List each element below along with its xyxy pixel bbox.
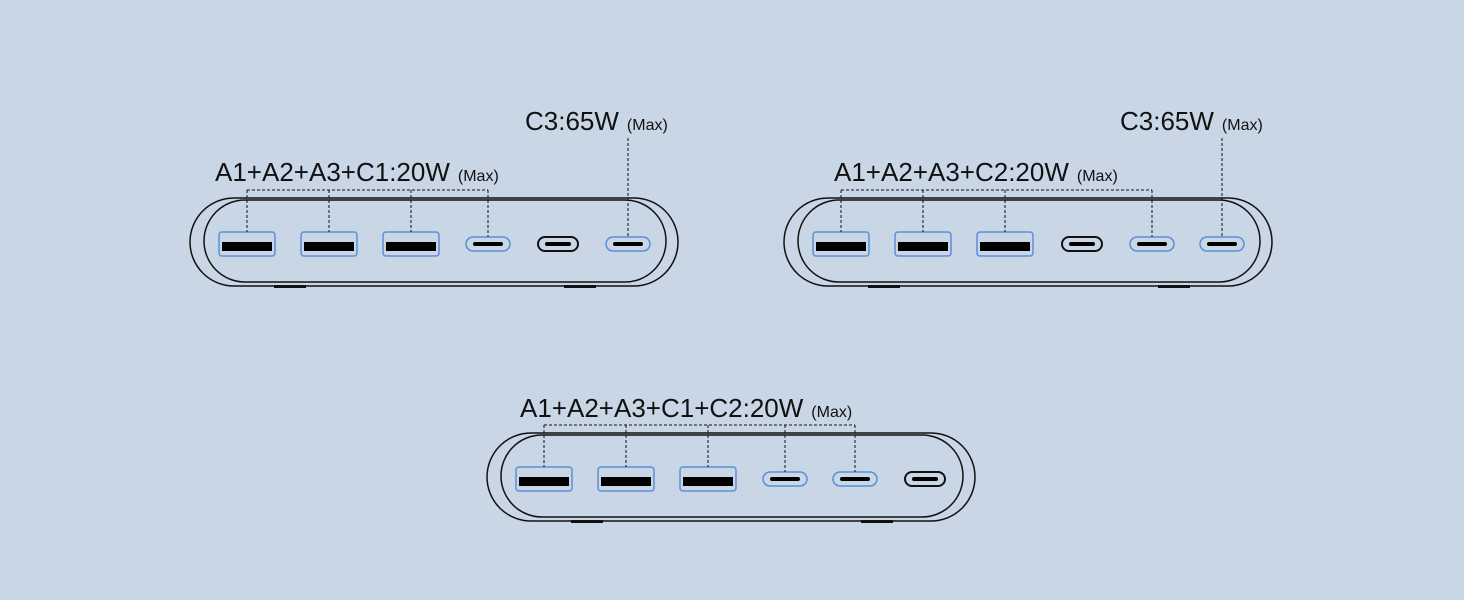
charger-outer-body bbox=[486, 432, 976, 522]
usb-a-port-slot bbox=[980, 242, 1030, 251]
usb-a-port-slot bbox=[816, 242, 866, 251]
charger-foot-left bbox=[868, 285, 900, 288]
usb-a-port-1 bbox=[812, 231, 870, 257]
charger-inner-panel bbox=[500, 434, 964, 518]
usb-a-port-3 bbox=[382, 231, 440, 257]
usb-c-port-5 bbox=[537, 236, 579, 252]
usb-a-port-slot bbox=[304, 242, 354, 251]
usb-a-port-3 bbox=[976, 231, 1034, 257]
single-label-text: C3:65W(Max) bbox=[525, 106, 668, 136]
usb-c-port-slot bbox=[912, 477, 938, 481]
usb-c-port-5 bbox=[1129, 236, 1175, 252]
usb-a-port-slot bbox=[222, 242, 272, 251]
single-label-text: C3:65W(Max) bbox=[1120, 106, 1263, 136]
usb-c-port-slot bbox=[1069, 242, 1095, 246]
usb-a-port-3 bbox=[679, 466, 737, 492]
charger-config-3: A1+A2+A3+C1+C2:20W(Max) bbox=[486, 393, 976, 523]
usb-c-port-slot bbox=[770, 477, 800, 481]
usb-c-port-slot bbox=[613, 242, 643, 246]
charger-inner-panel bbox=[797, 199, 1261, 283]
usb-a-port-1 bbox=[218, 231, 276, 257]
charger-foot-right bbox=[564, 285, 596, 288]
usb-c-port-slot bbox=[545, 242, 571, 246]
charger-foot-left bbox=[274, 285, 306, 288]
charger-config-1: A1+A2+A3+C1:20W(Max) C3:65W(Max) bbox=[189, 106, 679, 288]
charger-foot-left bbox=[571, 520, 603, 523]
charger-inner-panel bbox=[203, 199, 667, 283]
group-label-text: A1+A2+A3+C1:20W(Max) bbox=[215, 157, 499, 187]
usb-c-port-6 bbox=[1199, 236, 1245, 252]
charger-outer-body bbox=[189, 197, 679, 287]
usb-a-port-2 bbox=[894, 231, 952, 257]
usb-c-port-slot bbox=[840, 477, 870, 481]
usb-c-port-6 bbox=[904, 471, 946, 487]
usb-a-port-2 bbox=[300, 231, 358, 257]
charger-foot-right bbox=[861, 520, 893, 523]
charger-foot-right bbox=[1158, 285, 1190, 288]
usb-c-port-4 bbox=[465, 236, 511, 252]
usb-c-port-6 bbox=[605, 236, 651, 252]
charger-config-2: A1+A2+A3+C2:20W(Max) C3:65W(Max) bbox=[783, 106, 1273, 288]
group-label-text: A1+A2+A3+C2:20W(Max) bbox=[834, 157, 1118, 187]
usb-a-port-slot bbox=[898, 242, 948, 251]
usb-a-port-slot bbox=[601, 477, 651, 486]
usb-a-port-slot bbox=[683, 477, 733, 486]
usb-c-port-slot bbox=[473, 242, 503, 246]
usb-c-port-slot bbox=[1137, 242, 1167, 246]
usb-c-port-5 bbox=[832, 471, 878, 487]
usb-c-port-4 bbox=[1061, 236, 1103, 252]
charger-outer-body bbox=[783, 197, 1273, 287]
group-label-text: A1+A2+A3+C1+C2:20W(Max) bbox=[520, 393, 852, 423]
usb-a-port-slot bbox=[519, 477, 569, 486]
usb-c-port-4 bbox=[762, 471, 808, 487]
usb-c-port-slot bbox=[1207, 242, 1237, 246]
usb-a-port-2 bbox=[597, 466, 655, 492]
usb-a-port-slot bbox=[386, 242, 436, 251]
usb-a-port-1 bbox=[515, 466, 573, 492]
